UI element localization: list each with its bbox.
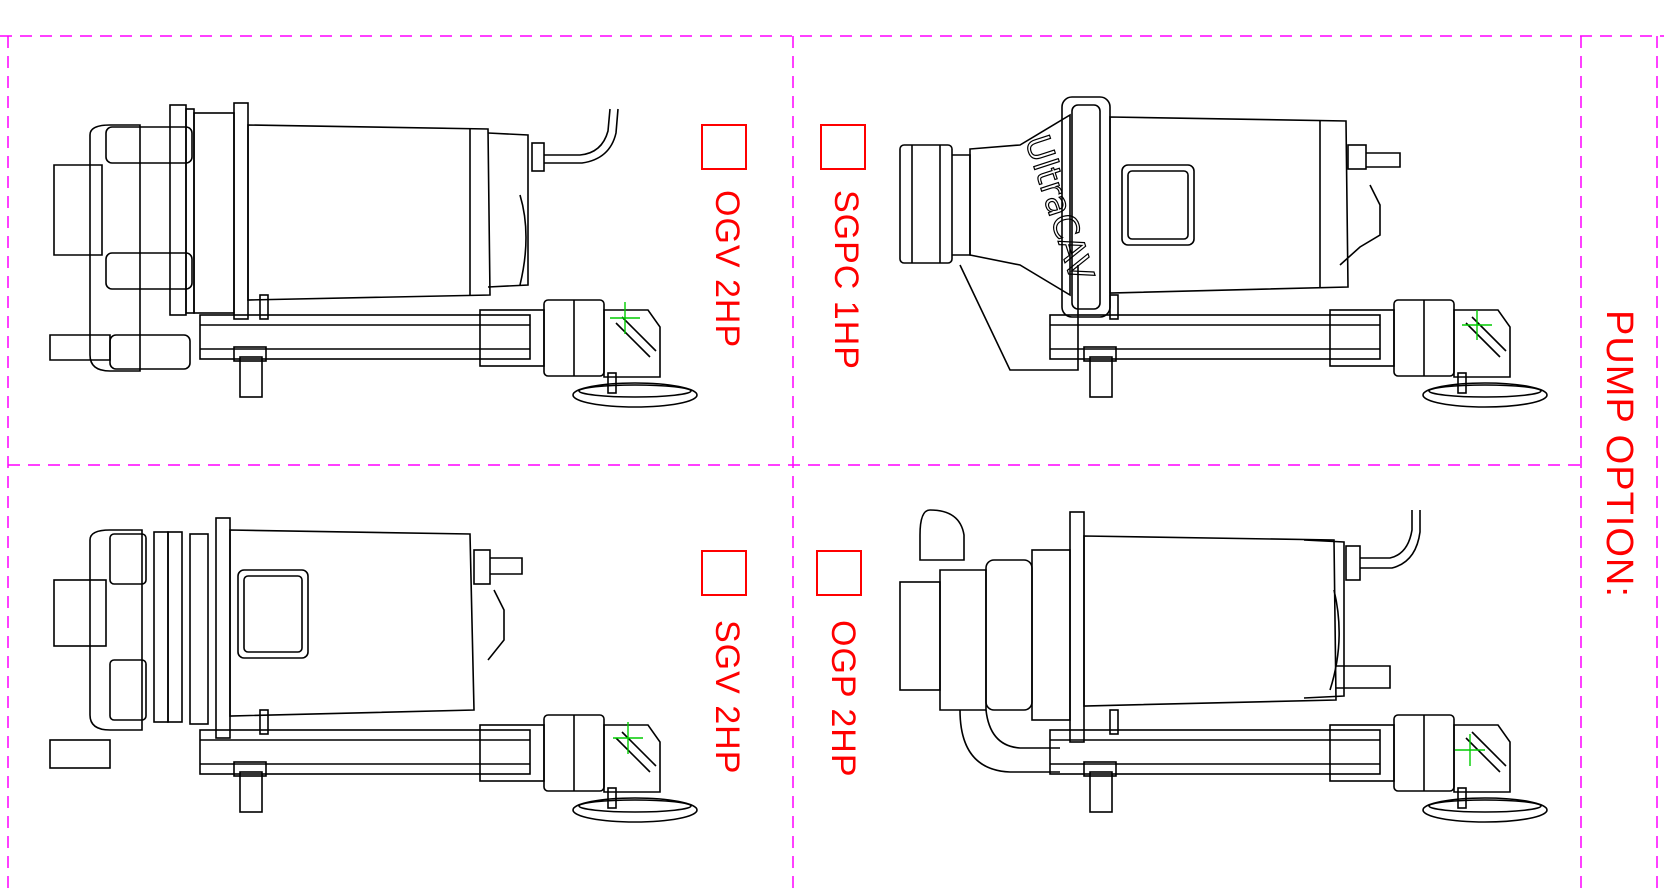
pump-ogp-drawing — [899, 509, 1548, 823]
pump-sgpc-drawing — [899, 96, 1548, 408]
checkbox-sgv-2hp[interactable] — [701, 550, 747, 596]
pump-sgv-drawing — [49, 517, 698, 823]
option-label-ogp-2hp: OGP 2HP — [824, 620, 862, 778]
option-label-sgv-2hp: SGV 2HP — [708, 620, 746, 775]
checkbox-sgpc-1hp[interactable] — [820, 124, 866, 170]
checkbox-ogv-2hp[interactable] — [701, 124, 747, 170]
option-label-ogv-2hp: OGV 2HP — [708, 190, 746, 349]
brand-lettering: UltraCAV — [1016, 130, 1101, 286]
option-label-sgpc-1hp: SGPC 1HP — [827, 190, 865, 370]
pump-ogv-drawing — [49, 102, 698, 408]
checkbox-ogp-2hp[interactable] — [816, 550, 862, 596]
switch-marker-icons — [610, 302, 1492, 766]
page-title: PUMP OPTION: — [1598, 310, 1640, 598]
sheet-grid — [0, 35, 1664, 889]
